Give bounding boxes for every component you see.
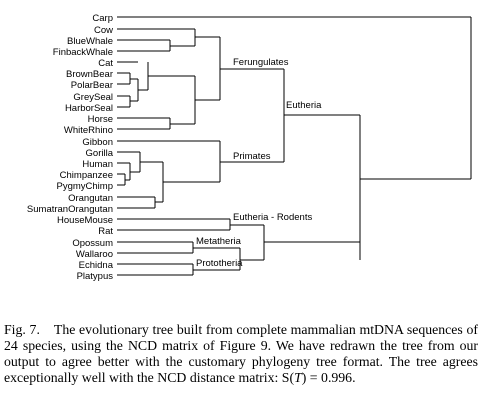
species-label-cat: Cat [98, 58, 113, 69]
species-label-opossum: Opossum [72, 238, 113, 249]
figure-caption: Fig. 7.The evolutionary tree built from … [4, 322, 478, 386]
phylogeny-tree: Carp Cow BlueWhale FinbackWhale Cat Brow… [27, 13, 472, 282]
species-labels: Carp Cow BlueWhale FinbackWhale Cat Brow… [27, 13, 114, 282]
tree-branches [117, 16, 472, 276]
species-label-chimpanzee: Chimpanzee [60, 170, 113, 181]
clade-labels: Ferungulates Eutheria Primates Eutheria … [196, 57, 322, 269]
figure-label: Fig. 7. [4, 322, 40, 337]
species-label-pygmychimp: PygmyChimp [57, 181, 114, 192]
species-label-echidna: Echidna [79, 260, 114, 271]
species-label-polarbear: PolarBear [71, 80, 113, 91]
species-label-sumatranorangutan: SumatranOrangutan [27, 204, 113, 215]
species-label-harborseal: HarborSeal [65, 103, 113, 114]
clade-label-ferungulates: Ferungulates [233, 57, 289, 68]
clade-label-primates: Primates [233, 151, 271, 162]
species-label-horse: Horse [88, 114, 113, 125]
species-label-brownbear: BrownBear [66, 69, 113, 80]
clade-label-rodents: Eutheria - Rodents [233, 212, 312, 223]
clade-label-eutheria: Eutheria [286, 100, 322, 111]
species-label-rat: Rat [98, 226, 113, 237]
clade-label-metatheria: Metatheria [196, 236, 242, 247]
species-label-cow: Cow [94, 25, 113, 36]
species-label-orangutan: Orangutan [68, 193, 113, 204]
species-label-finbackwhale: FinbackWhale [53, 47, 113, 58]
species-label-carp: Carp [92, 13, 113, 24]
clade-label-prototheria: Prototheria [196, 258, 243, 269]
species-label-whiterhino: WhiteRhino [64, 125, 113, 136]
species-label-wallaroo: Wallaroo [76, 249, 113, 260]
species-label-platypus: Platypus [77, 271, 114, 282]
caption-text: The evolutionary tree built from complet… [4, 322, 478, 385]
tree-score: S(T) = 0.996. [281, 370, 356, 385]
species-label-human: Human [82, 159, 113, 170]
species-label-gorilla: Gorilla [86, 148, 114, 159]
species-label-greyseal: GreySeal [73, 92, 113, 103]
species-label-housemouse: HouseMouse [57, 215, 113, 226]
species-label-bluewhale: BlueWhale [67, 36, 113, 47]
species-label-gibbon: Gibbon [82, 137, 113, 148]
